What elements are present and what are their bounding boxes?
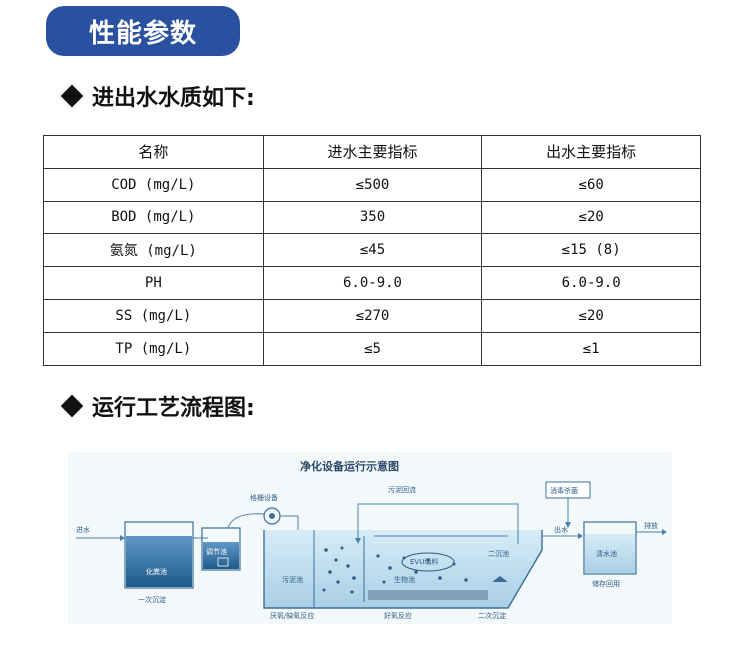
diamond-bullet-icon (60, 394, 84, 418)
table-cell: 6.0-9.0 (262, 266, 483, 300)
regulating-tank-label: 调节池 (206, 547, 227, 556)
septic-tank-label: 化粪池 (146, 567, 167, 576)
biomass-label: 生物池 (394, 575, 415, 584)
secondary-settling-tank-label: 二沉池 (488, 549, 509, 558)
table-cell: ≤20 (481, 200, 701, 235)
clear-tank (583, 521, 637, 575)
table-cell: 6.0-9.0 (481, 266, 701, 300)
table-row: BOD (mg/L) 350 ≤20 (43, 200, 701, 235)
aeration-diffuser (368, 590, 488, 600)
table-cell: ≤15 (8) (481, 233, 701, 268)
main-reactor (263, 530, 543, 609)
process-flow-svg: 净化设备运行示意图 进水 化粪池 一次沉淀 调节池 格栅设备 污泥池 (76, 459, 667, 620)
regulating-tank (201, 527, 241, 571)
table-cell: ≤45 (262, 233, 483, 268)
septic-tank (124, 521, 194, 589)
sludge-return-arrow-icon (355, 538, 361, 544)
table-cell: COD (mg/L) (43, 167, 264, 202)
badge-title: 性能参数 (88, 18, 197, 49)
inlet-label: 进水 (76, 525, 90, 534)
diagram-title: 净化设备运行示意图 (300, 459, 399, 473)
table-row: SS (mg/L) ≤270 ≤20 (43, 298, 701, 333)
grille-label: 格栅设备 (250, 493, 278, 502)
table-cell: ≤500 (262, 167, 483, 202)
table-cell: TP (mg/L) (43, 331, 264, 366)
disinfection-arrow-icon (565, 522, 571, 528)
discharge-arrow-icon (662, 529, 667, 535)
process-flow-diagram: 净化设备运行示意图 进水 化粪池 一次沉淀 调节池 格栅设备 污泥池 (68, 452, 672, 624)
outlet-label: 出水 (554, 525, 568, 534)
evu-filler-icon (401, 552, 455, 572)
pump-icon (217, 557, 229, 567)
water-quality-heading-text: 进出水水质如下: (92, 86, 255, 111)
anaerobic-label: 厌氧/缺氧反应 (270, 611, 314, 620)
table-cell: SS (mg/L) (43, 298, 264, 333)
pipe-segment (280, 515, 299, 532)
storage-reuse-label: 储存回用 (592, 579, 620, 588)
table-header-row: 名称 进水主要指标 出水主要指标 (43, 135, 701, 169)
table-row: TP (mg/L) ≤5 ≤1 (43, 331, 701, 366)
septic-tank-water (126, 536, 192, 587)
header-inlet: 进水主要指标 (262, 135, 483, 169)
section-badge: 性能参数 (46, 6, 240, 56)
grille-device-hub (269, 513, 275, 519)
diamond-bullet-icon (60, 84, 84, 108)
table-row: COD (mg/L) ≤500 ≤60 (43, 167, 701, 202)
sludge-tank-label: 污泥池 (282, 575, 303, 584)
table-cell: PH (43, 266, 264, 300)
regulating-tank-water (203, 542, 239, 569)
header-name: 名称 (43, 135, 264, 169)
water-quality-heading: 进出水水质如下: (60, 80, 255, 112)
discharge-label: 排放 (644, 521, 658, 530)
table-row: 氨氮 (mg/L) ≤45 ≤15 (8) (43, 233, 701, 268)
table-cell: 350 (262, 200, 483, 235)
table-cell: ≤270 (262, 298, 483, 333)
table-cell: ≤20 (481, 298, 701, 333)
table-row: PH 6.0-9.0 6.0-9.0 (43, 266, 701, 300)
sludge-return-pipe (357, 503, 519, 544)
outlet-arrow-icon (578, 533, 583, 539)
table-cell: ≤5 (262, 331, 483, 366)
table-cell: BOD (mg/L) (43, 200, 264, 235)
table-cell: ≤60 (481, 167, 701, 202)
clear-tank-water (585, 534, 635, 573)
sludge-return-label: 污泥回流 (388, 485, 416, 494)
sludge-hopper-icon (492, 576, 508, 582)
process-flow-heading: 运行工艺流程图: (60, 390, 255, 422)
aerobic-label: 好氧反应 (384, 611, 412, 620)
primary-settling-label: 一次沉淀 (138, 595, 166, 604)
disinfection-label: 消毒杀菌 (550, 486, 578, 495)
pipe-segment (227, 513, 265, 529)
water-quality-table: 名称 进水主要指标 出水主要指标 COD (mg/L) ≤500 ≤60 BOD… (43, 135, 701, 366)
clear-tank-label: 清水池 (596, 549, 617, 558)
inlet-arrow-icon (120, 535, 125, 541)
header-outlet: 出水主要指标 (481, 135, 701, 169)
table-cell: ≤1 (481, 331, 701, 366)
process-flow-heading-text: 运行工艺流程图: (92, 396, 255, 421)
table-cell: 氨氮 (mg/L) (43, 233, 264, 268)
evu-filler-label: EVU填料 (410, 557, 438, 566)
aeration-bubbles (322, 546, 468, 594)
secondary-settling-label: 二次沉淀 (478, 611, 506, 620)
